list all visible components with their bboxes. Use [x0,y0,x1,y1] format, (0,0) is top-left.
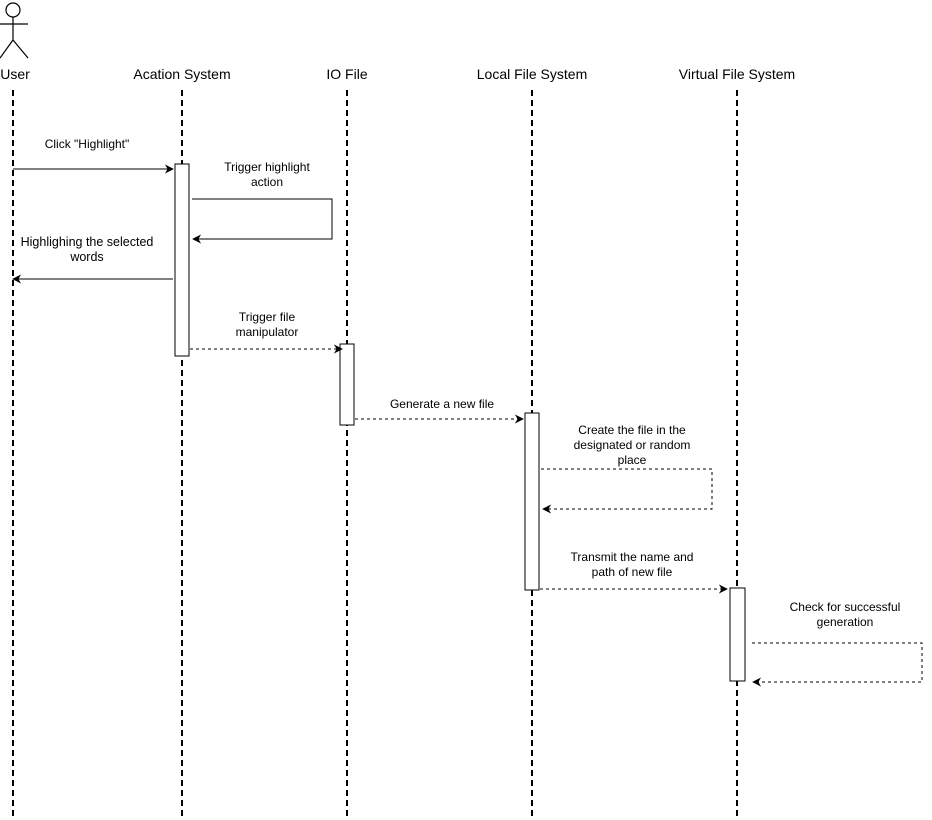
message-label-create-file: Create the file in the designated or ran… [573,423,691,467]
participant-io-file-label: IO File [326,66,368,82]
message-label-trigger-highlight-action: Trigger highlight action [224,160,310,189]
participant-acation-system-label: Acation System [133,66,231,82]
message-arrow-check-generation [752,642,923,687]
activation-io-file [339,343,355,426]
message-label-click-highlight: Click "Highlight" [44,137,130,151]
activation-acation-system [174,163,190,357]
message-arrow-create-file [541,468,713,514]
message-label-check-generation: Check for successful generation [789,600,901,629]
message-label-generate-new-file: Generate a new file [389,397,495,411]
message-arrow-trigger-highlight-action [192,198,333,244]
message-label-trigger-file-manipulator: Trigger file manipulator [235,310,299,339]
participant-virtual-file-system-label: Virtual File System [678,66,796,82]
user-actor-icon [0,2,29,59]
message-label-transmit-name-path: Transmit the name and path of new file [570,550,694,579]
participant-local-file-system-label: Local File System [476,66,588,82]
activation-local-file-system [524,412,540,591]
activation-virtual-file-system [729,587,746,682]
message-label-highlighting-words: Highlighing the selected words [20,235,154,264]
participant-user-label: User [0,66,30,82]
